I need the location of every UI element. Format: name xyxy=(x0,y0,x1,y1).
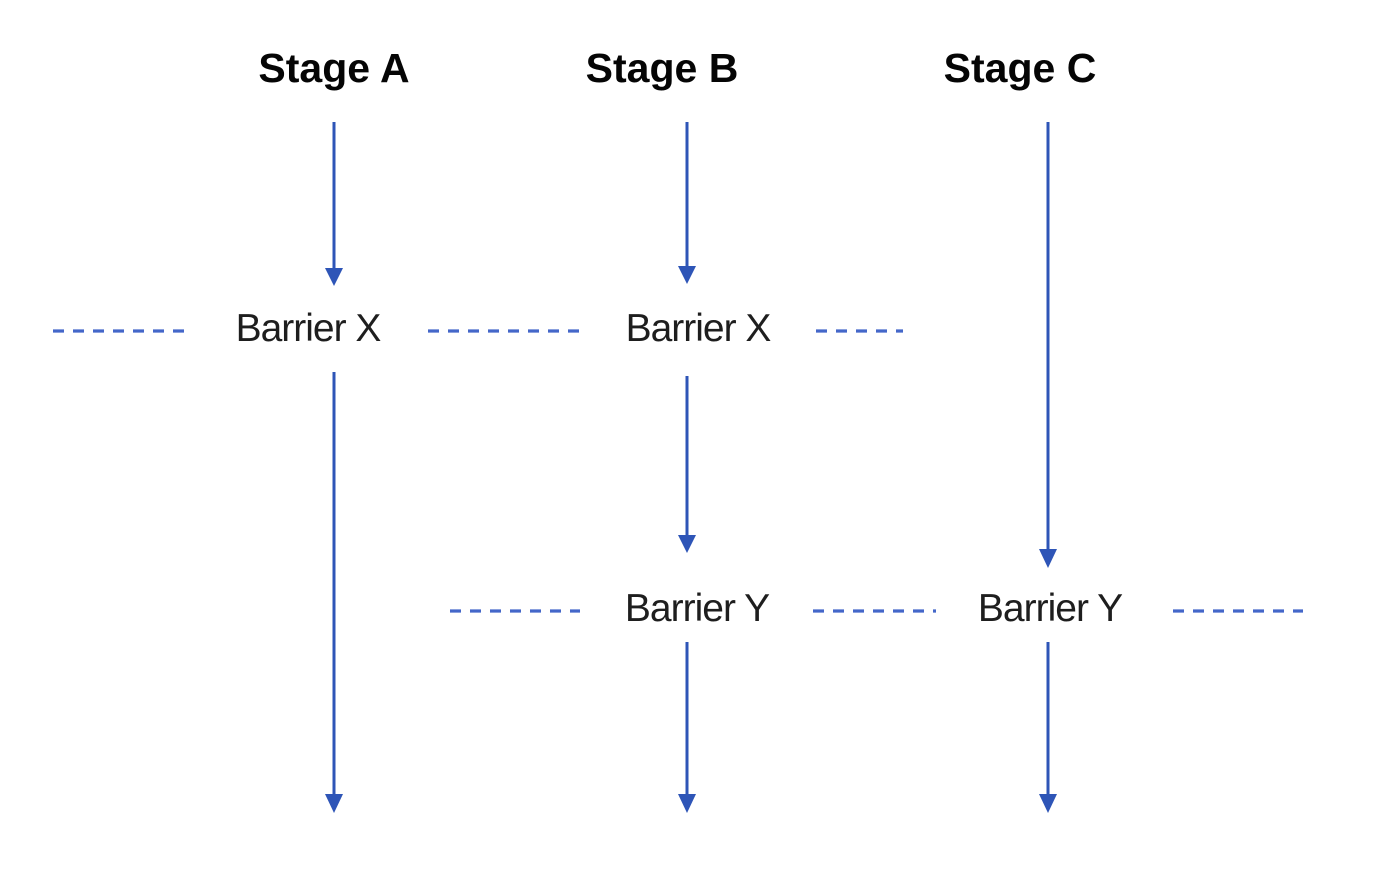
stage-c-header: Stage C xyxy=(943,45,1097,91)
arrowhead-icon xyxy=(1039,549,1057,568)
stage-b-arrow-middle xyxy=(678,376,696,553)
stage-a-arrow-top xyxy=(325,122,343,286)
arrowhead-icon xyxy=(678,535,696,553)
stage-b-header: Stage B xyxy=(585,45,739,91)
stage-c-arrow-top xyxy=(1039,122,1057,568)
stage-b-arrow-top xyxy=(678,122,696,284)
barrier-x-label-stage-b: Barrier X xyxy=(625,307,772,350)
stage-a-arrow-bottom xyxy=(325,372,343,813)
arrowhead-icon xyxy=(678,266,696,284)
barrier-x-label-stage-a: Barrier X xyxy=(235,307,382,350)
barrier-y-label-stage-b: Barrier Y xyxy=(624,587,770,630)
stage-b-arrow-bottom xyxy=(678,642,696,813)
arrowhead-icon xyxy=(678,794,696,813)
arrowhead-icon xyxy=(1039,794,1057,813)
stage-c-arrow-bottom xyxy=(1039,642,1057,813)
arrowhead-icon xyxy=(325,268,343,286)
stage-a-header: Stage A xyxy=(258,45,410,91)
arrowhead-icon xyxy=(325,794,343,813)
barrier-y-label-stage-c: Barrier Y xyxy=(977,587,1123,630)
